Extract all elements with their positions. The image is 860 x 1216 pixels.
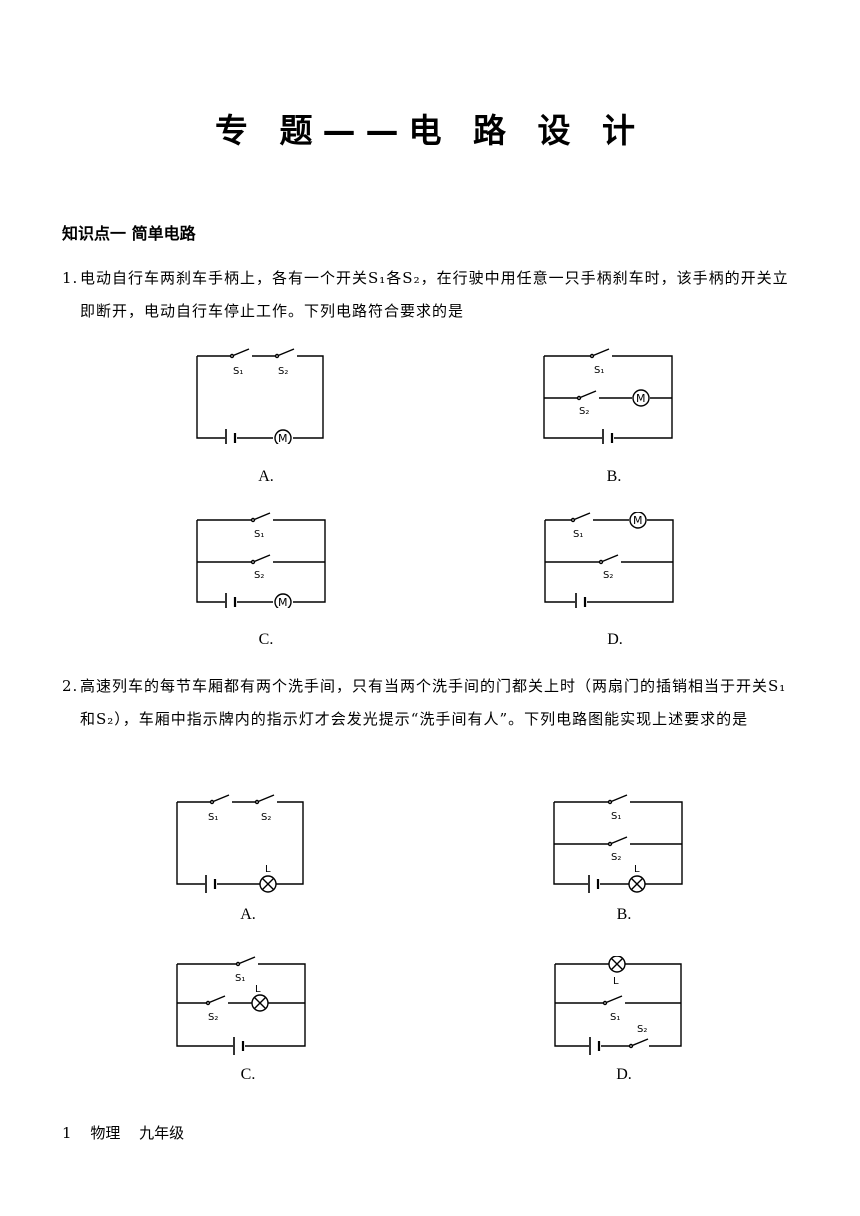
question-2: 2. 高速列车的每节车厢都有两个洗手间，只有当两个洗手间的门都关上时（两扇门的插…	[62, 670, 802, 736]
option-label: B.	[606, 468, 622, 485]
footer-subject: 物理	[90, 1124, 121, 1142]
option-label: C.	[258, 631, 274, 648]
lamp-label: L	[265, 864, 271, 875]
q1-circuit-b: S₁ S₂ M	[542, 348, 702, 444]
page-footer: 1 物理 九年级	[62, 1122, 198, 1143]
option-label: A.	[258, 468, 274, 485]
option-label: A.	[240, 906, 256, 923]
option-label: D.	[616, 1066, 632, 1083]
switch-label: S₁	[594, 365, 604, 376]
question-text: 电动自行车两刹车手柄上，各有一个开关S₁各S₂，在行驶中用任意一只手柄刹车时，该…	[80, 269, 789, 320]
switch-label: S₂	[603, 570, 613, 581]
q1-circuit-c: S₁ S₂ M	[195, 512, 355, 608]
switch-label: S₁	[254, 529, 264, 540]
switch-label: S₂	[579, 406, 589, 417]
switch-label: S₁	[233, 366, 243, 377]
q1-circuit-a: S₁ S₂ M	[195, 348, 355, 444]
motor-label: M	[278, 432, 288, 444]
switch-label: S₁	[208, 812, 218, 823]
page-title: 专 题——电 路 设 计	[215, 111, 645, 150]
lamp-label: L	[634, 864, 640, 875]
switch-label: S₁	[235, 973, 245, 984]
motor-label: M	[636, 392, 646, 405]
switch-label: S₂	[637, 1024, 647, 1035]
option-label: D.	[607, 631, 623, 648]
switch-label: S₂	[208, 1012, 218, 1023]
footer-grade: 九年级	[139, 1124, 185, 1142]
option-label: C.	[240, 1066, 256, 1083]
q1-circuit-d: M S₁ S₂	[543, 512, 703, 608]
switch-label: S₁	[611, 811, 621, 822]
motor-label: M	[278, 596, 288, 608]
switch-label: S₂	[261, 812, 271, 823]
question-number: 2.	[62, 677, 79, 695]
q2-circuit-a: S₁ S₂ L	[175, 794, 335, 894]
q2-circuit-c: S₁ S₂ L	[175, 956, 335, 1056]
switch-label: S₂	[254, 570, 264, 581]
switch-label: S₂	[611, 852, 621, 863]
q2-circuit-d: L S₁ S₂	[553, 956, 713, 1056]
switch-label: S₂	[278, 366, 288, 377]
page-number: 1	[62, 1124, 72, 1142]
lamp-label: L	[613, 976, 619, 987]
option-label: B.	[616, 906, 632, 923]
switch-label: S₁	[573, 529, 583, 540]
section-heading: 知识点一 简单电路	[62, 224, 196, 243]
lamp-label: L	[255, 984, 261, 995]
q2-circuit-b: S₁ S₂ L	[552, 794, 712, 894]
question-1: 1. 电动自行车两刹车手柄上，各有一个开关S₁各S₂，在行驶中用任意一只手柄刹车…	[62, 262, 802, 328]
motor-label: M	[633, 514, 643, 527]
question-number: 1.	[62, 269, 79, 287]
switch-label: S₁	[610, 1012, 620, 1023]
question-text: 高速列车的每节车厢都有两个洗手间，只有当两个洗手间的门都关上时（两扇门的插销相当…	[80, 677, 787, 728]
